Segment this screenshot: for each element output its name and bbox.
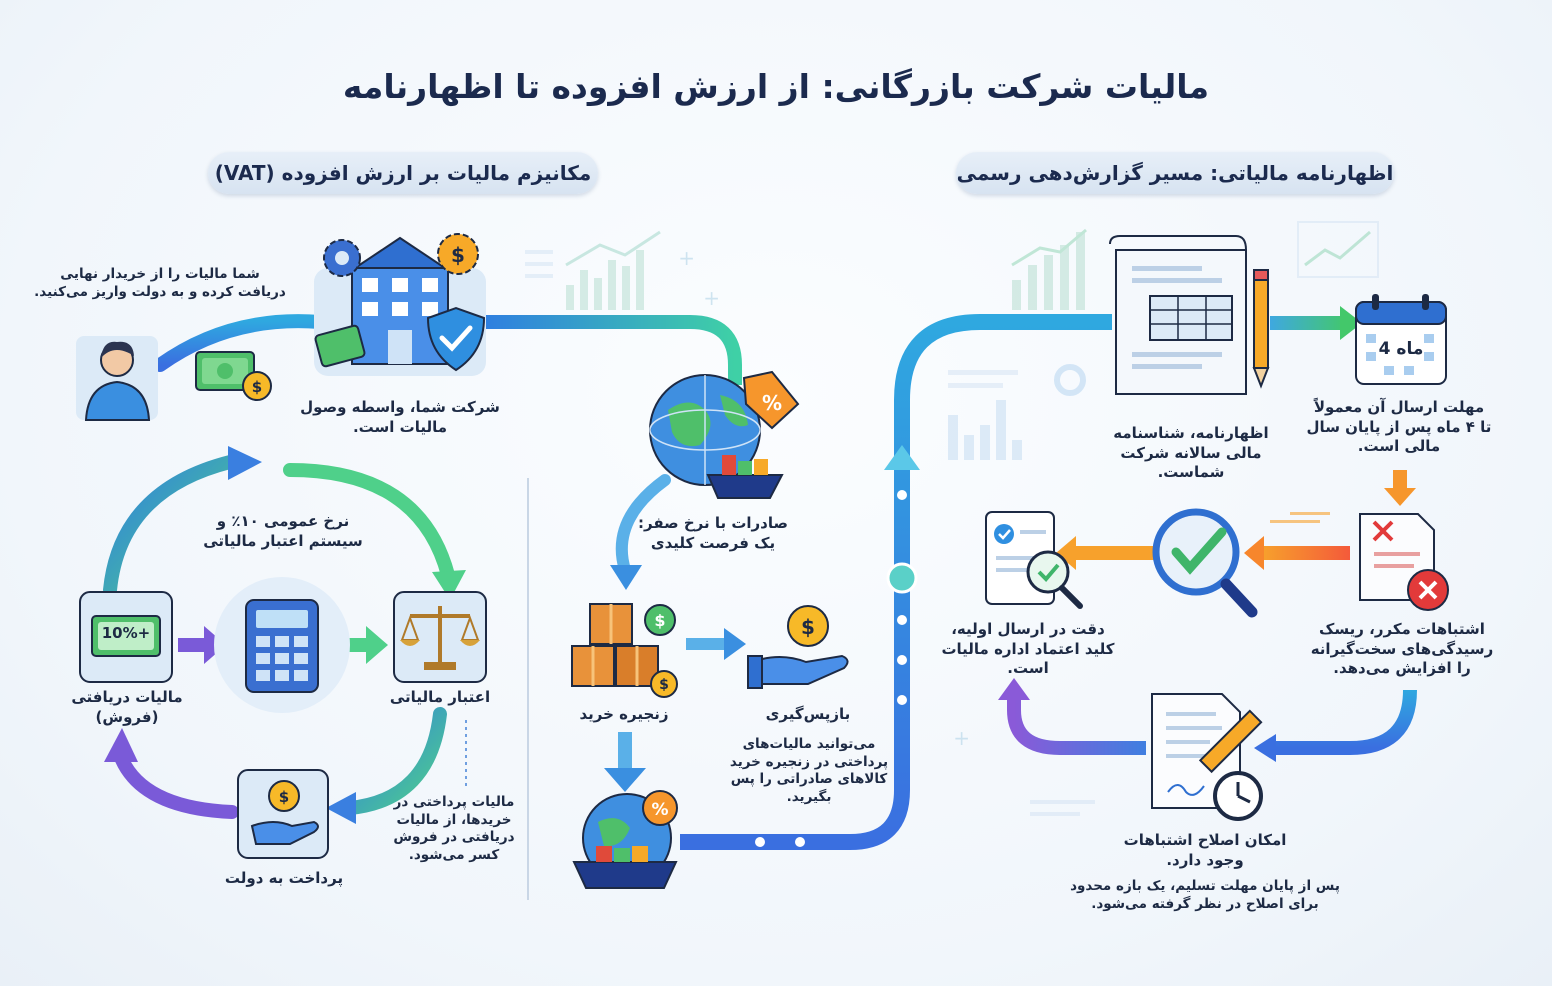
boxes-icon: $ $ <box>571 603 678 698</box>
calendar-icon <box>1355 294 1447 385</box>
svg-text:+: + <box>953 726 970 750</box>
correction-note: پس از پایان مهلت تسلیم، یک بازه محدود بر… <box>1070 878 1340 912</box>
ship-icon <box>706 455 784 499</box>
refund-note: می‌توانید مالیات‌های پرداختی در زنجیره خ… <box>729 736 889 805</box>
svg-text:$: $ <box>279 788 289 806</box>
flow-connectors <box>103 306 1417 900</box>
cash-icon <box>195 351 255 391</box>
hand-coin-icon: $ <box>747 605 849 689</box>
pay-to-government-label: پرداخت به دولت <box>224 869 344 887</box>
svg-text:%: % <box>762 391 782 415</box>
coin-icon: $ <box>242 371 272 401</box>
gear-icon: $ <box>323 233 479 277</box>
cycle-note: نرخ عمومی ۱۰٪ و سیستم اعتبار مالیاتی <box>203 512 363 550</box>
svg-text:$: $ <box>451 243 465 267</box>
pencil-icon <box>1198 709 1263 774</box>
page-title: مالیات شرکت بازرگانی: از ارزش افزوده تا … <box>342 67 1210 106</box>
svg-text:+: + <box>678 246 695 270</box>
calculator-icon <box>214 577 350 713</box>
declaration-label: اظهارنامه، شناسنامه مالی سالانه شرکت شما… <box>1113 424 1269 481</box>
person-icon <box>76 336 158 421</box>
scales-icon <box>393 591 487 683</box>
document-icon <box>1109 235 1247 395</box>
hand-coin-icon: $ <box>237 769 329 859</box>
deadline-label: مهلت ارسال آن معمولاً تا ۴ ماه پس از پای… <box>1306 398 1492 455</box>
tax-credit-label: اعتبار مالیاتی <box>389 688 491 706</box>
error-document-icon <box>1359 513 1449 611</box>
pencil-icon <box>1252 269 1270 389</box>
svg-text:%: % <box>651 800 668 820</box>
export-zero-rate-note: صادرات با نرخ صفر: یک فرصت کلیدی <box>638 514 788 552</box>
svg-text:$: $ <box>659 677 669 693</box>
percent-tag-icon: % <box>742 370 800 430</box>
magnifier-check-icon <box>1152 508 1258 618</box>
collected-tax-label: مالیات دریافتی (فروش) <box>71 688 183 726</box>
calendar-text: ماه 4 <box>1378 339 1424 359</box>
svg-text:$: $ <box>801 615 815 639</box>
vat-section-header: مکانیزم مالیات بر ارزش افزوده (VAT) <box>208 152 598 194</box>
shield-check-icon <box>314 306 486 372</box>
deduction-note: مالیات پرداختی در خریدها، از مالیات دریا… <box>393 794 515 863</box>
accuracy-label: دقت در ارسال اولیه، کلید اعتماد اداره ما… <box>941 620 1115 677</box>
declaration-section-header: اظهارنامه مالیاتی: مسیر گزارش‌دهی رسمی <box>956 152 1394 194</box>
svg-text:$: $ <box>252 378 262 396</box>
document-icon <box>1151 693 1241 809</box>
svg-text:+: + <box>703 286 720 310</box>
checklist-icon <box>985 511 1083 609</box>
tax-badge-icon <box>79 591 173 683</box>
company-label: شرکت شما، واسطه وصول مالیات است. <box>300 398 500 436</box>
tax-badge-text: +10% <box>101 624 151 642</box>
correction-title: امکان اصلاح اشتباهات وجود دارد. <box>1123 831 1287 869</box>
errors-label: اشتباهات مکرر، ریسک رسیدگی‌های سخت‌گیران… <box>1310 620 1494 677</box>
clock-icon <box>1213 771 1263 821</box>
buyer-note: شما مالیات را از خریدار نهایی دریافت کرد… <box>34 266 286 300</box>
background-chart-icon: + + + <box>525 221 1379 816</box>
refund-title: بازپس‌گیری <box>765 705 851 723</box>
supply-chain-label: زنجیره خرید <box>579 705 669 723</box>
ship-icon: % <box>572 790 678 889</box>
svg-text:$: $ <box>654 611 665 630</box>
